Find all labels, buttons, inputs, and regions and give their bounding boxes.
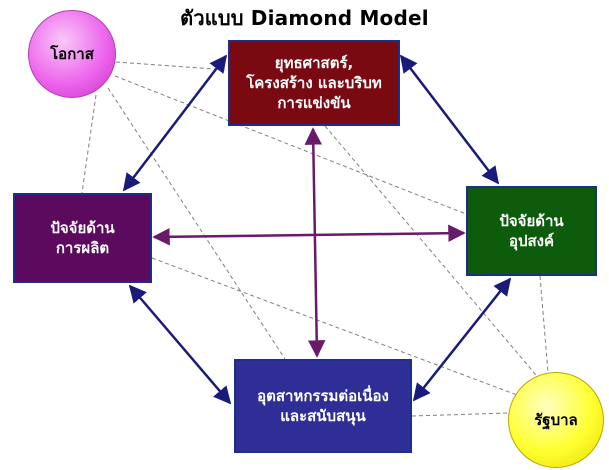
dashed-demand-government — [539, 275, 549, 373]
node-factor-conditions: ปัจจัยด้าน การผลิต — [13, 193, 152, 283]
dashed-strategy-government — [324, 125, 537, 376]
dashed-related-government — [411, 412, 509, 417]
arrow-strategy-related — [304, 127, 326, 358]
arrow-strategy-demand — [399, 54, 500, 185]
dashed-chance-factor — [81, 94, 97, 194]
node-demand-conditions: ปัจจัยด้าน อุปสงค์ — [466, 186, 597, 276]
dashed-chance-strategy — [115, 61, 229, 71]
dashed-chance-related — [107, 87, 286, 360]
diagram-title: ตัวแบบ Diamond Model — [180, 6, 429, 30]
arrow-related-demand — [412, 277, 512, 402]
node-government: รัฐบาล — [508, 372, 604, 468]
arrow-factor-strategy — [122, 54, 228, 192]
arrow-factor-related — [128, 284, 232, 405]
node-related-supporting-industries: อุตสาหกรรมต่อเนื่อง และสนับสนุน — [234, 359, 412, 453]
node-strategy-structure-rivalry: ยุทธศาสตร์, โครงสร้าง และบริบท การแข่งขั… — [228, 40, 400, 126]
node-chance: โอกาส — [28, 10, 116, 98]
